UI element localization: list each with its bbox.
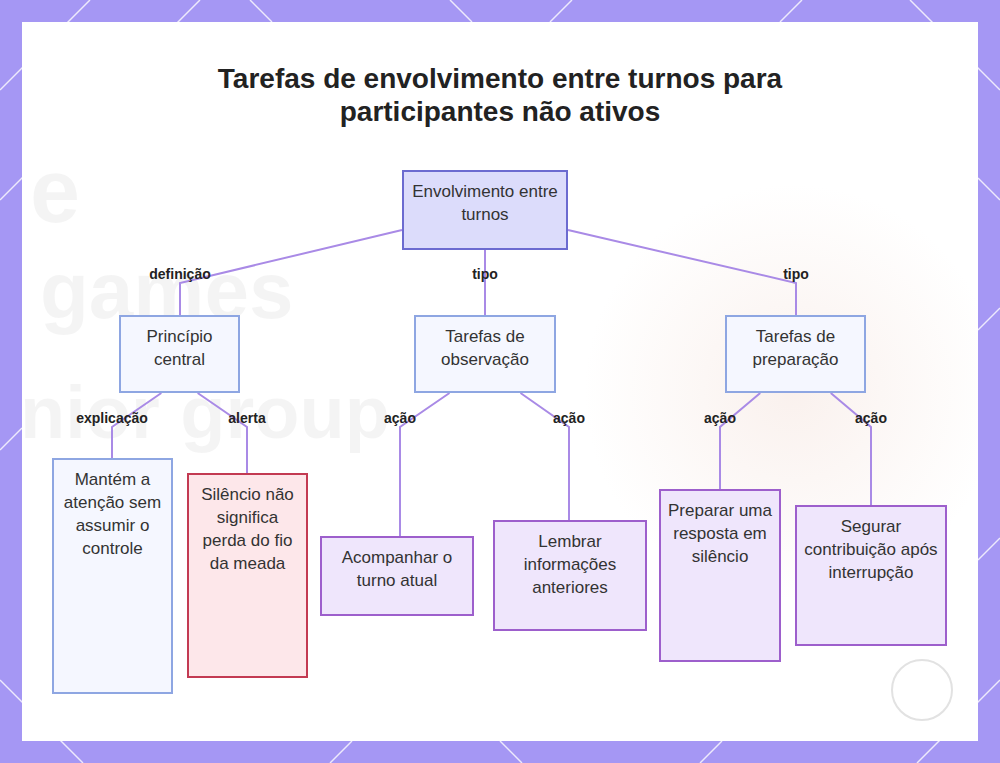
node-text: Tarefas de observação — [422, 325, 548, 371]
category-box: Tarefas de preparação — [725, 315, 866, 393]
leaf-box: Silêncio não significa perda do fio da m… — [187, 473, 308, 678]
connector-line — [720, 393, 760, 489]
node-text: Lembrar informações anteriores — [501, 530, 639, 599]
node-text: Preparar uma resposta em silêncio — [667, 499, 773, 568]
connector-line — [568, 230, 796, 315]
edge-label: ação — [704, 410, 736, 426]
connector-line — [180, 230, 402, 315]
root-box: Envolvimento entre turnos — [402, 170, 568, 250]
node-text: Silêncio não significa perda do fio da m… — [195, 483, 300, 575]
node-text: Mantém a atenção sem assumir o controle — [60, 468, 165, 560]
diagram-title: Tarefas de envolvimento entre turnos par… — [150, 62, 850, 128]
leaf-box: Lembrar informações anteriores — [493, 520, 647, 631]
leaf-box: Preparar uma resposta em silêncio — [659, 489, 781, 662]
node-text: Tarefas de preparação — [733, 325, 858, 371]
node-text: Envolvimento entre turnos — [410, 180, 560, 226]
connector-line — [484, 250, 486, 315]
leaf-box: Acompanhar o turno atual — [320, 536, 474, 616]
edge-label: tipo — [472, 266, 498, 282]
edge-label: alerta — [228, 410, 265, 426]
watermark-text: e — [30, 140, 80, 243]
category-box: Tarefas de observação — [414, 315, 556, 393]
edge-label: ação — [553, 410, 585, 426]
edge-label: ação — [855, 410, 887, 426]
edge-label: explicação — [76, 410, 148, 426]
connector-line — [831, 393, 871, 505]
connector-line — [198, 393, 247, 473]
category-box: Princípio central — [119, 315, 240, 393]
edge-label: definição — [149, 266, 210, 282]
leaf-box: Mantém a atenção sem assumir o controle — [52, 458, 173, 694]
leaf-box: Segurar contribuição após interrupção — [795, 505, 947, 646]
node-text: Segurar contribuição após interrupção — [803, 515, 939, 584]
edge-label: tipo — [783, 266, 809, 282]
node-text: Princípio central — [127, 325, 232, 371]
node-text: Acompanhar o turno atual — [328, 546, 466, 592]
edge-label: ação — [384, 410, 416, 426]
